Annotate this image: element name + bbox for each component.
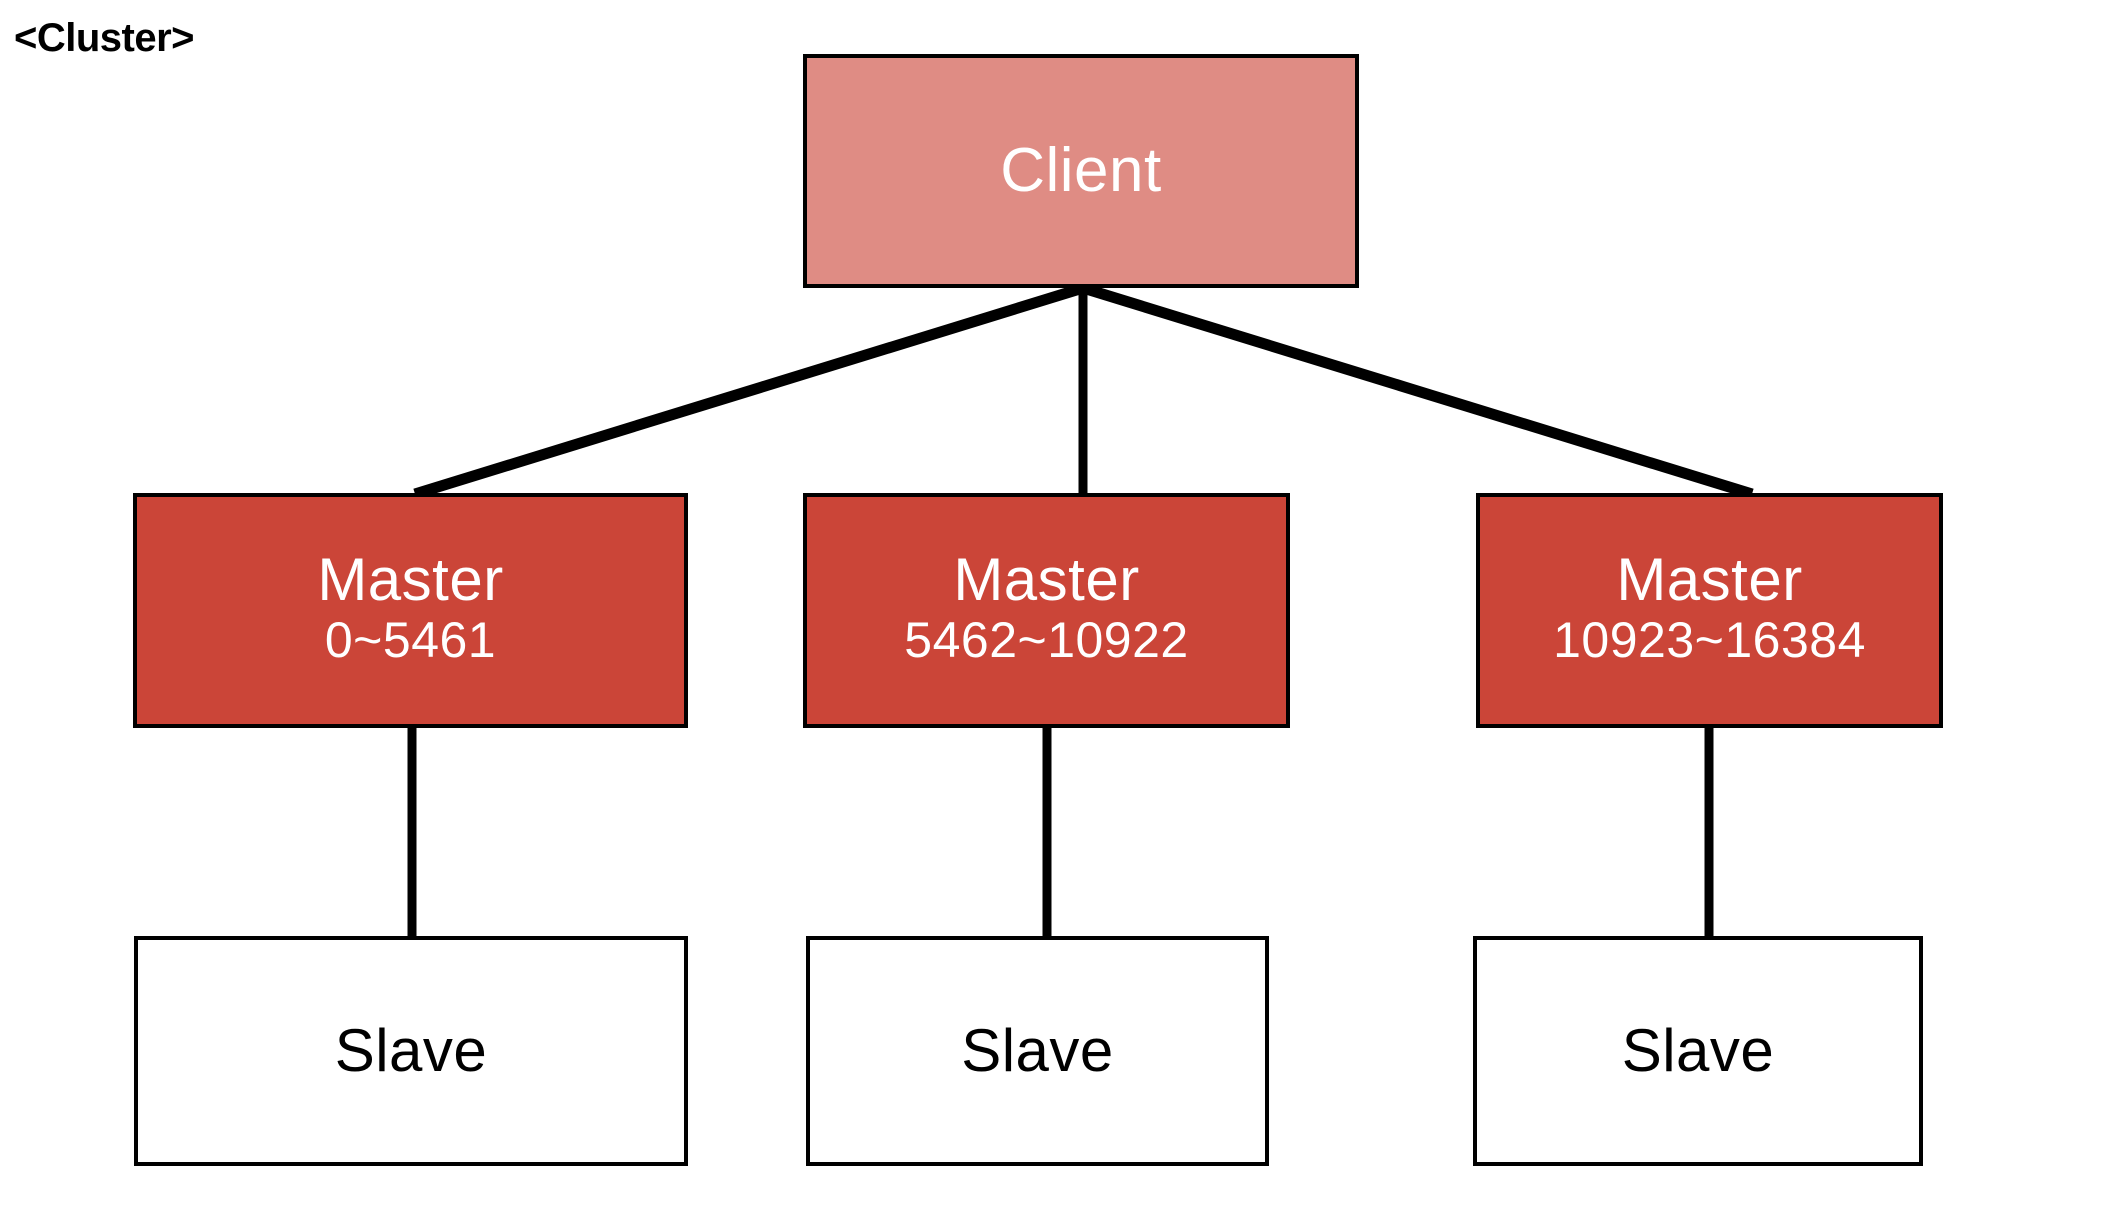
node-master-2-label: Master bbox=[1616, 546, 1803, 614]
node-slave-2-label: Slave bbox=[1621, 1017, 1775, 1085]
node-slave-1[interactable]: Slave bbox=[806, 936, 1269, 1166]
node-slave-0[interactable]: Slave bbox=[134, 936, 688, 1166]
edge-client-to-master-2 bbox=[1081, 282, 1754, 500]
node-master-1[interactable]: Master 5462~10922 bbox=[803, 493, 1290, 728]
node-slave-2[interactable]: Slave bbox=[1473, 936, 1923, 1166]
node-slave-1-label: Slave bbox=[961, 1017, 1114, 1085]
edge-client-to-master-0 bbox=[413, 282, 1085, 500]
node-master-1-slot-range: 5462~10922 bbox=[904, 611, 1189, 668]
node-client[interactable]: Client bbox=[803, 54, 1359, 288]
diagram-title: <Cluster> bbox=[14, 16, 195, 60]
node-master-2[interactable]: Master 10923~16384 bbox=[1476, 493, 1943, 728]
node-master-0-label: Master bbox=[317, 546, 504, 614]
node-master-0-slot-range: 0~5461 bbox=[324, 611, 497, 668]
node-client-label: Client bbox=[1000, 136, 1162, 206]
node-slave-0-label: Slave bbox=[334, 1017, 488, 1085]
node-master-2-slot-range: 10923~16384 bbox=[1553, 611, 1866, 668]
node-master-1-label: Master bbox=[953, 546, 1140, 614]
node-master-0[interactable]: Master 0~5461 bbox=[133, 493, 688, 728]
